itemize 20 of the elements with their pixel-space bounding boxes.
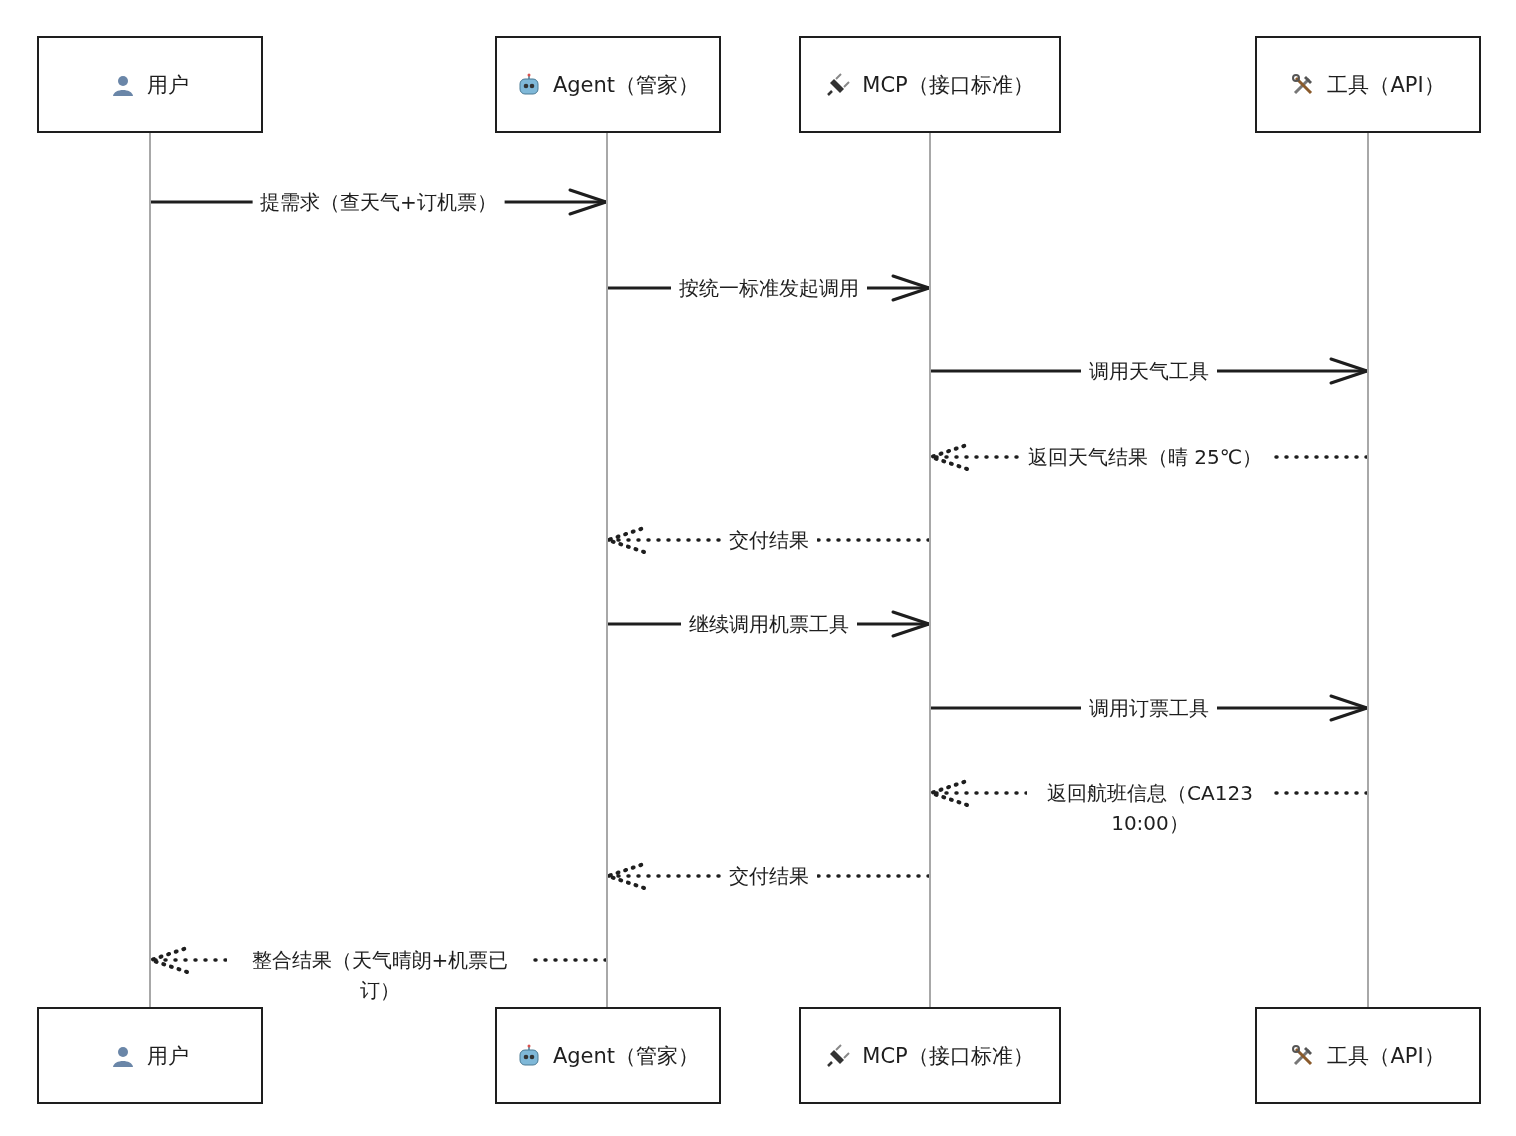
participant-name: Agent（管家） (552, 71, 700, 99)
participant-box (37, 1007, 263, 1104)
participant-name: Agent（管家） (552, 1042, 700, 1070)
lifeline (929, 133, 931, 1007)
participant-name: MCP（接口标准） (862, 71, 1034, 99)
participant-name: 工具（API） (1327, 1042, 1445, 1070)
participant-box (37, 36, 263, 133)
lifeline (606, 133, 608, 1007)
participant-box (495, 36, 721, 133)
participant-name: 用户 (147, 71, 189, 99)
lifeline (1367, 133, 1369, 1007)
participant-box (495, 1007, 721, 1104)
lifeline (149, 133, 151, 1007)
participant-name: 工具（API） (1327, 71, 1445, 99)
participant-name: MCP（接口标准） (862, 1042, 1034, 1070)
participant-box (799, 36, 1061, 133)
participant-box (799, 1007, 1061, 1104)
participant-box (1255, 36, 1481, 133)
participant-name: 用户 (147, 1042, 189, 1070)
participant-box (1255, 1007, 1481, 1104)
